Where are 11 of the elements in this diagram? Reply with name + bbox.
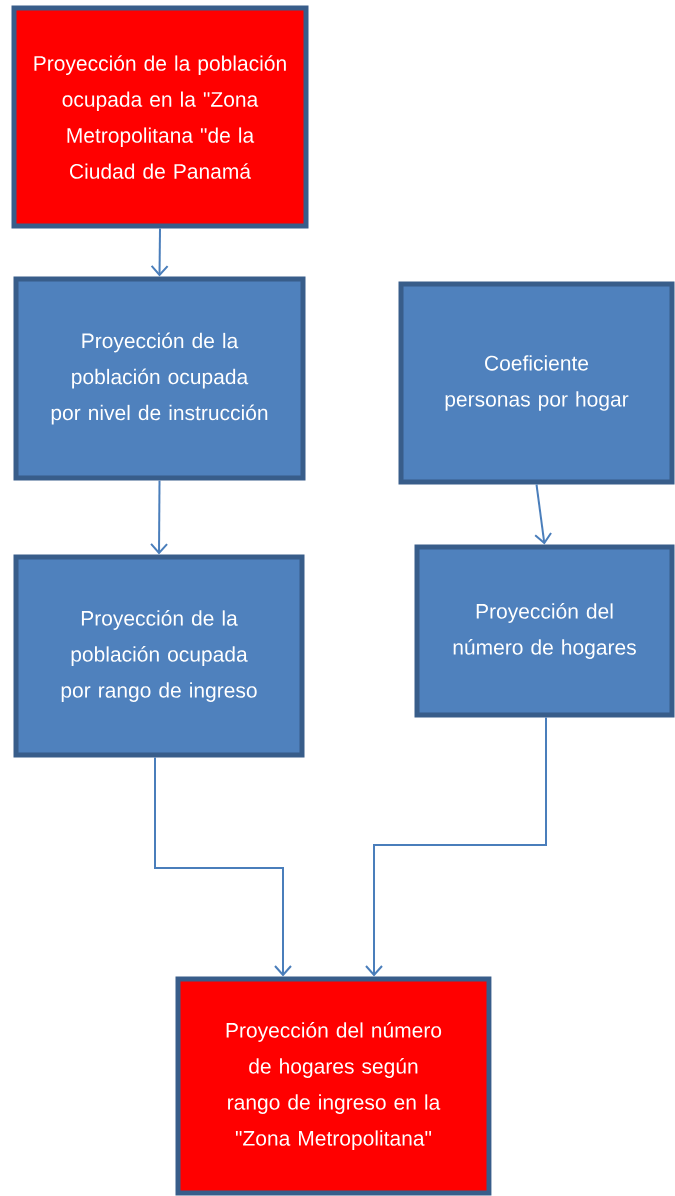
arrow	[534, 483, 553, 545]
process-box: Proyección de la población ocupada por nivel de instrucción	[13, 276, 306, 481]
arrow	[150, 479, 169, 555]
process-box: Proyección del número de hogares según rango de ingreso en la "Zona Metropolitana"	[175, 976, 492, 1196]
arrow	[154, 756, 292, 977]
process-box: Proyección de la población ocupada por rango de ingreso	[13, 554, 305, 758]
process-box: Coeficiente personas por hogar	[398, 281, 675, 485]
arrow	[150, 227, 169, 277]
process-box: Proyección de la población ocupada en la "Zona Metropolitana "de la Ciudad de Panamá	[11, 5, 309, 229]
arrow	[365, 716, 547, 977]
process-box: Proyección del número de hogares	[414, 544, 675, 718]
